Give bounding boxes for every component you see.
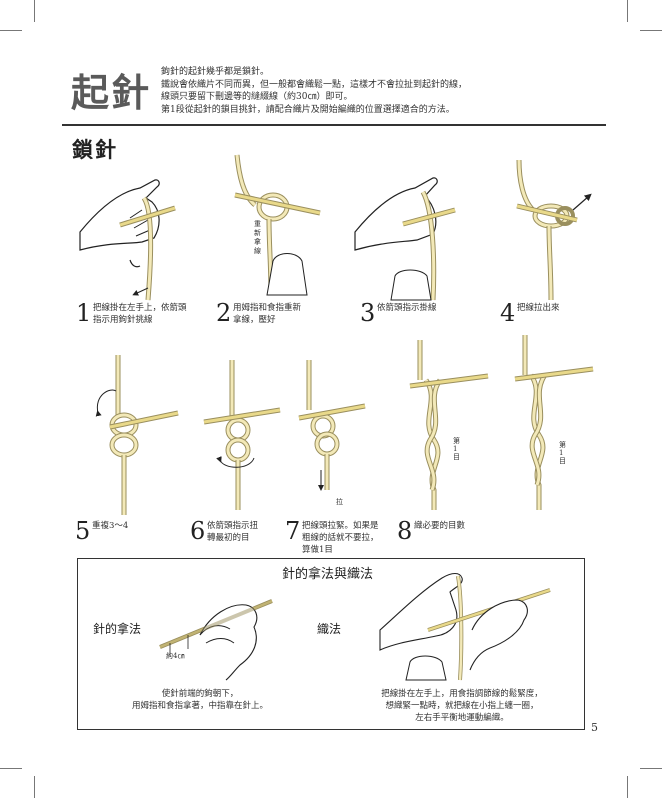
caption-line: 使針前端的鉤朝下， — [161, 689, 239, 699]
step-text-line: 粗線的話就不要拉， — [302, 533, 379, 543]
crop-mark — [0, 30, 22, 31]
step-text: 依箭頭指示扭 轉最初的目 — [207, 520, 258, 544]
caption-line: 想織緊一點時，就把線在小指上纏一圈， — [385, 701, 539, 711]
hold-caption: 使針前端的鉤朝下， 用姆指和食指拿著，中指靠在針上。 — [100, 688, 300, 712]
step-text-line: 用姆指和食指重新 — [233, 303, 302, 313]
step-text: 重複3〜4 — [92, 520, 128, 532]
step-text: 把線頭拉緊。如果是 粗線的話就不要拉， 算做1目 — [302, 520, 379, 556]
illustration-step-6 — [203, 360, 281, 510]
step-number: 4 — [500, 299, 516, 327]
section-heading: 鎖針 — [72, 137, 118, 162]
intro-text: 鉤針的起針幾乎都是鎖針。 鐵說會依織片不同而異，但一般都會織鬆一點，這樣才不會拉… — [161, 66, 467, 116]
caption-line: 用姆指和食指拿著，中指靠在針上。 — [131, 701, 268, 711]
step-text: 把線拉出來 — [517, 302, 560, 314]
header-rule — [62, 124, 606, 126]
step-number: 3 — [360, 299, 376, 327]
hold-label: 針的拿法 — [93, 622, 142, 636]
illustration-step-8a — [409, 340, 489, 510]
knitting-illustration — [379, 572, 551, 681]
step-text-line: 依箭頭指示扭 — [207, 521, 259, 531]
step-text-line: 轉最初的目 — [207, 533, 250, 543]
box-title: 針的拿法與織法 — [282, 567, 374, 582]
caption-line: 把線掛在左手上，用食指調節線的鬆緊度， — [381, 689, 543, 699]
step-number: 6 — [190, 517, 206, 545]
illustration-step-5 — [95, 355, 179, 515]
knit-caption: 把線掛在左手上，用食指調節線的鬆緊度， 想織緊一點時，就把線在小指上纏一圈， 左… — [362, 688, 562, 724]
crop-mark — [640, 30, 662, 31]
step-number: 1 — [76, 299, 92, 327]
crop-mark — [627, 776, 628, 798]
step-number: 2 — [216, 299, 232, 327]
step-text-line: 算做1目 — [302, 545, 333, 555]
page-number: 5 — [591, 721, 598, 734]
crop-mark — [0, 768, 22, 769]
step-text-line: 指示用鉤針挑線 — [93, 315, 153, 325]
step-number: 5 — [75, 517, 91, 545]
first-stitch-annotation: 第1目 — [453, 437, 460, 461]
step-text: 用姆指和食指重新 拿線，壓好 — [233, 302, 301, 326]
step-text-line: 把線頭拉緊。如果是 — [302, 521, 379, 531]
step-text-line: 織必要的目數 — [414, 521, 466, 531]
page-title: 起針 — [71, 70, 152, 115]
illustration-step-7 — [298, 360, 366, 491]
step-text-line: 重複3〜4 — [92, 521, 129, 531]
illustration-step-1 — [79, 179, 176, 301]
step-text-line: 拿線，壓好 — [233, 315, 276, 325]
intro-line: 第1段從起針的鎖目挑針，請配合織片及開始編織的位置選擇適合的方法。 — [161, 104, 455, 115]
step-text-line: 依箭頭指示掛線 — [377, 303, 437, 313]
illustration-step-3 — [354, 177, 456, 301]
pull-annotation: 拉 — [336, 498, 343, 506]
first-stitch-annotation: 第1目 — [559, 441, 566, 465]
hook-holding-illustration — [159, 599, 273, 681]
illustration-step-4 — [516, 159, 592, 301]
caption-line: 左右手平衡地運動編織。 — [415, 713, 509, 723]
step-text-line: 把線掛在左手上，依箭頭 — [93, 303, 187, 313]
knit-label: 織法 — [317, 622, 342, 636]
intro-line: 鉤針的起針幾乎都是鎖針。 — [161, 67, 270, 77]
step-text-line: 把線拉出來 — [517, 303, 560, 313]
crop-mark — [640, 768, 662, 769]
technique-box — [77, 558, 585, 730]
regrab-annotation: 重新拿線 — [254, 220, 261, 255]
step-number: 7 — [285, 517, 301, 545]
step-text: 織必要的目數 — [414, 520, 465, 532]
crop-mark — [34, 776, 35, 798]
illustration-step-2 — [234, 154, 321, 296]
illustration-step-8b — [514, 335, 594, 510]
approx-annotation: 約4㎝ — [166, 652, 185, 660]
crop-mark — [34, 0, 35, 22]
step-text: 依箭頭指示掛線 — [377, 302, 437, 314]
step-text: 把線掛在左手上，依箭頭 指示用鉤針挑線 — [93, 302, 187, 326]
step-number: 8 — [397, 517, 413, 545]
intro-line: 鐵說會依織片不同而異，但一般都會織鬆一點，這樣才不會拉扯到起針的線， — [161, 79, 468, 90]
crop-mark — [627, 0, 628, 22]
intro-line: 線頭只要留下刪邊等的縫綴線（約30㎝）即可。 — [161, 92, 353, 102]
